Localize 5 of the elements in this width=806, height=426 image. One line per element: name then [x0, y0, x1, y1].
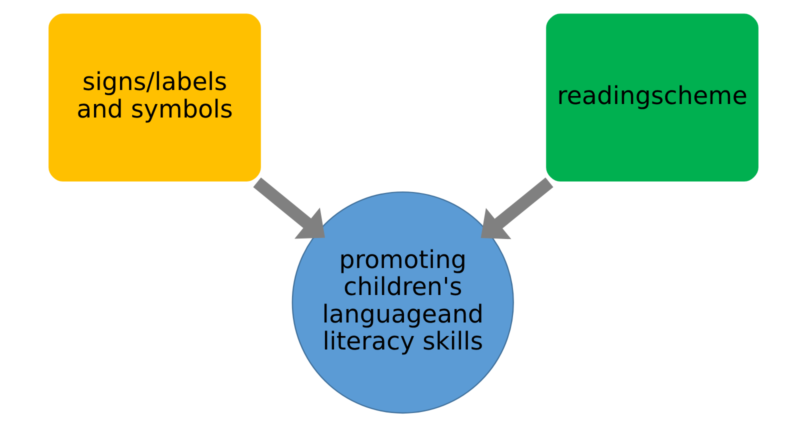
node-box: signs/labels and symbols: [46, 12, 262, 183]
node-box: readingscheme: [544, 12, 760, 183]
node-circle: promoting children's languageand literacy skills: [291, 191, 514, 414]
arrow: [252, 178, 324, 239]
arrow: [480, 178, 553, 240]
